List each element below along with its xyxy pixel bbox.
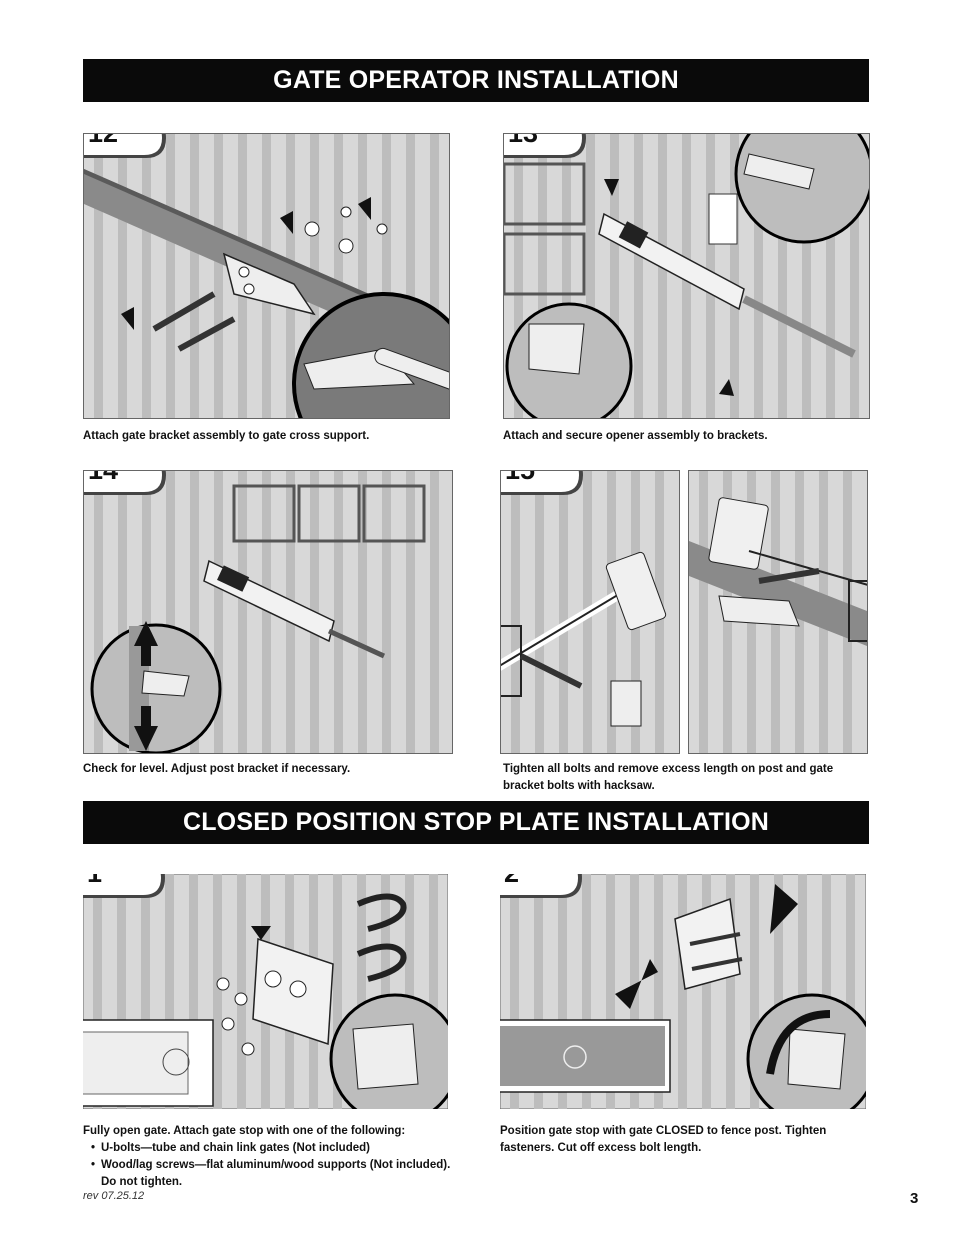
step-14-caption: Check for level. Adjust post bracket if … xyxy=(83,763,351,775)
step-number-13: 13 xyxy=(504,134,586,158)
step-15-illustration-left: 15 xyxy=(500,470,680,754)
stop-plate-step-2-caption: Position gate stop with gate CLOSED to f… xyxy=(500,1125,827,1154)
revision-date: rev 07.25.12 xyxy=(83,1190,145,1202)
step-number-15: 15 xyxy=(501,471,583,495)
step-number-12: 12 xyxy=(84,134,166,158)
stop-plate-step-1-illustration: 1 xyxy=(83,874,448,1109)
page-number: 3 xyxy=(910,1190,919,1207)
step-15-illustration-right xyxy=(688,470,868,754)
caption-intro: Fully open gate. Attach gate stop with o… xyxy=(83,1125,406,1137)
stop-plate-step-1-caption: Fully open gate. Attach gate stop with o… xyxy=(83,1123,483,1191)
list-item: U-bolts—tube and chain link gates (Not i… xyxy=(83,1140,483,1157)
section-header-stop-plate: CLOSED POSITION STOP PLATE INSTALLATION xyxy=(83,801,869,844)
step-14-illustration: 14 xyxy=(83,470,453,754)
step-13-illustration: 13 xyxy=(503,133,870,419)
list-item: Wood/lag screws—flat aluminum/wood suppo… xyxy=(83,1157,483,1191)
stop-plate-step-number-2: 2 xyxy=(500,874,582,898)
step-number-14: 14 xyxy=(84,471,166,495)
step-12-illustration: 12 xyxy=(83,133,450,419)
step-12-caption: Attach gate bracket assembly to gate cro… xyxy=(83,430,370,442)
step-15-caption: Tighten all bolts and remove excess leng… xyxy=(503,763,834,792)
fastener-options-list: U-bolts—tube and chain link gates (Not i… xyxy=(83,1140,483,1191)
stop-plate-step-2-illustration: 2 xyxy=(500,874,866,1109)
stop-plate-step-number-1: 1 xyxy=(83,874,165,898)
section-header-gate-operator: GATE OPERATOR INSTALLATION xyxy=(83,59,869,102)
step-13-caption: Attach and secure opener assembly to bra… xyxy=(503,430,768,442)
